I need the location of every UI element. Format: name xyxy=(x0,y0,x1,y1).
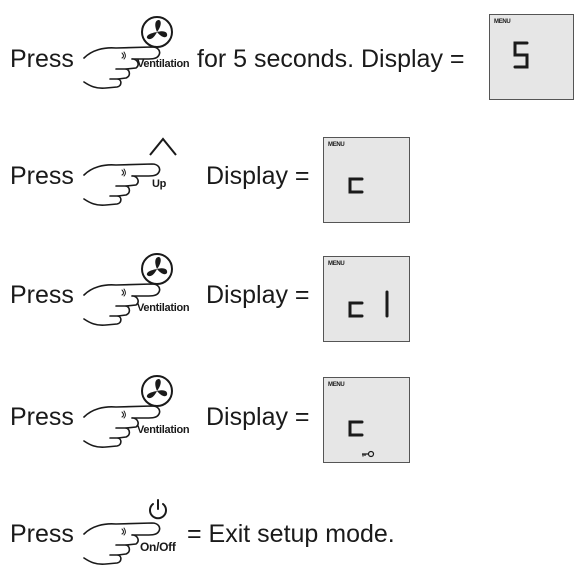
menu-indicator: MENU xyxy=(494,19,511,25)
menu-indicator: MENU xyxy=(328,261,345,267)
press-text: Press xyxy=(10,45,74,73)
press-text: Press xyxy=(10,403,74,431)
step-3: Press Ventilation Display = MENU xyxy=(0,244,582,344)
instruction-text: Display = xyxy=(206,162,310,190)
instruction-text: for 5 seconds. Display = xyxy=(197,45,465,73)
lcd-digits xyxy=(348,177,364,194)
step-4: Press Ventilation Display = MENU xyxy=(0,366,582,466)
ventilation-button-label: Ventilation xyxy=(137,58,190,70)
lcd-digits xyxy=(513,41,529,69)
press-text: Press xyxy=(10,520,74,548)
step-1: Press Ventilation for 5 seconds. Display… xyxy=(0,5,582,105)
fan-icon[interactable] xyxy=(140,374,174,413)
ventilation-button-label: Ventilation xyxy=(137,424,190,436)
lcd-digits xyxy=(348,420,364,437)
menu-indicator: MENU xyxy=(328,142,345,148)
lcd-display: MENU xyxy=(323,256,410,342)
fan-icon[interactable] xyxy=(140,252,174,291)
press-text: Press xyxy=(10,162,74,190)
lcd-display: MENU xyxy=(489,14,574,100)
fan-icon[interactable] xyxy=(140,15,174,54)
press-text: Press xyxy=(10,281,74,309)
menu-indicator: MENU xyxy=(328,382,345,388)
instruction-text: = Exit setup mode. xyxy=(187,520,395,548)
power-icon[interactable] xyxy=(147,498,169,525)
instruction-text: Display = xyxy=(206,281,310,309)
instruction-text: Display = xyxy=(206,403,310,431)
up-arrow-icon[interactable] xyxy=(147,135,179,162)
step-5: Press On/Off = Exit setup mode. xyxy=(0,488,582,588)
lcd-display: MENU xyxy=(323,377,410,463)
up-button-label: Up xyxy=(152,178,167,190)
on-off-button-label: On/Off xyxy=(140,540,176,554)
ventilation-button-label: Ventilation xyxy=(137,302,190,314)
step-2: Press Up Display = MENU xyxy=(0,125,582,225)
lcd-display: MENU xyxy=(323,137,410,223)
lcd-digits xyxy=(348,290,389,318)
